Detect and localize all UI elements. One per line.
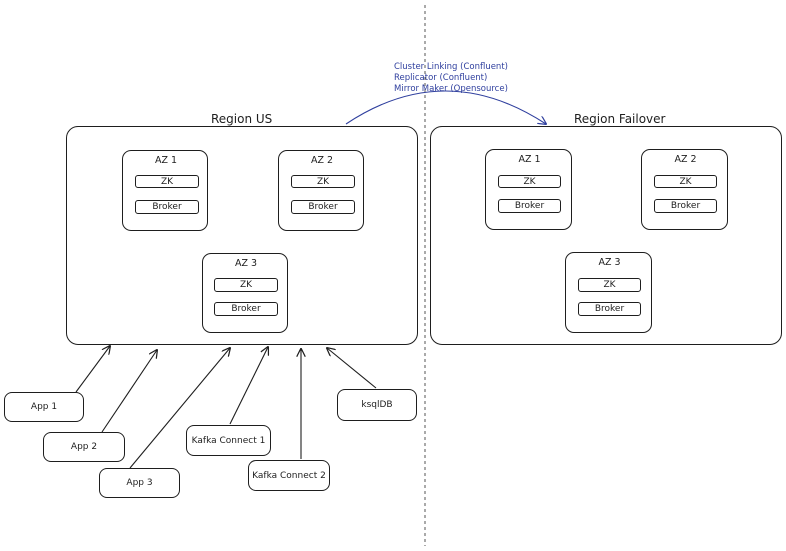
replication-note: Cluster Linking (Confluent) Replicator (… (394, 62, 508, 95)
replication-arrow (345, 90, 546, 124)
arrow-app3 (129, 348, 230, 469)
az-label: AZ 3 (234, 258, 258, 269)
az-box: AZ 3 ZK Broker (565, 252, 652, 333)
zk-node: ZK (135, 175, 199, 188)
region-title: Region US (211, 112, 273, 126)
region-failover: AZ 1 ZK Broker AZ 2 ZK Broker AZ 3 ZK Br… (430, 126, 782, 345)
broker-node: Broker (214, 302, 278, 316)
az-box: AZ 2 ZK Broker (641, 149, 728, 230)
broker-node: Broker (654, 199, 717, 213)
broker-node: Broker (135, 200, 199, 214)
zk-node: ZK (498, 175, 561, 188)
client-app-3: App 3 (99, 468, 180, 498)
zk-node: ZK (578, 278, 641, 292)
region-us: AZ 1 ZK Broker AZ 2 ZK Broker AZ 3 ZK Br… (66, 126, 418, 345)
replication-note-line: Mirror Maker (Opensource) (394, 84, 508, 94)
arrow-kafka-connect-1 (229, 347, 268, 425)
az-box: AZ 3 ZK Broker (202, 253, 288, 333)
client-kafka-connect-1: Kafka Connect 1 (186, 425, 271, 456)
az-box: AZ 1 ZK Broker (122, 150, 208, 231)
broker-node: Broker (291, 200, 355, 214)
az-box: AZ 1 ZK Broker (485, 149, 572, 230)
replication-note-line: Cluster Linking (Confluent) (394, 62, 508, 72)
client-kafka-connect-2: Kafka Connect 2 (248, 460, 330, 491)
az-label: AZ 2 (310, 155, 334, 166)
client-app-2: App 2 (43, 432, 125, 462)
arrow-app1 (75, 346, 110, 393)
client-ksqldb: ksqlDB (337, 389, 417, 421)
broker-node: Broker (578, 302, 641, 316)
broker-node: Broker (498, 199, 561, 213)
az-label: AZ 1 (518, 154, 541, 165)
client-app-1: App 1 (4, 392, 84, 422)
zk-node: ZK (214, 278, 278, 292)
replication-note-line: Replicator (Confluent) (394, 73, 488, 83)
arrow-ksqldb (327, 348, 377, 389)
zk-node: ZK (654, 175, 717, 188)
az-label: AZ 3 (598, 257, 621, 268)
arrow-app2 (101, 350, 157, 433)
az-label: AZ 1 (154, 155, 178, 166)
region-title: Region Failover (574, 112, 666, 126)
az-box: AZ 2 ZK Broker (278, 150, 364, 231)
az-label: AZ 2 (674, 154, 697, 165)
zk-node: ZK (291, 175, 355, 188)
